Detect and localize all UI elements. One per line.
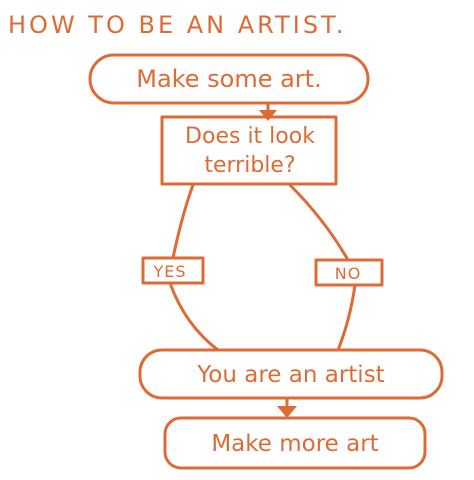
decision-node-line2: terrible? (204, 153, 295, 178)
arrowhead-down-icon (277, 406, 297, 418)
branch-line-yes-upper (171, 183, 195, 260)
start-node (88, 53, 370, 105)
diagram-title: HOW TO BE AN ARTIST. (8, 11, 347, 39)
yes-label-box (141, 256, 205, 285)
no-label: NO (335, 264, 362, 283)
branch-line-no-lower (336, 283, 357, 352)
end-node-label: Make more art (211, 431, 378, 457)
branch-line-yes-lower (168, 281, 220, 352)
decision-node (160, 115, 338, 186)
branch-line-no-upper (288, 183, 350, 262)
yes-label: YES (152, 262, 186, 281)
no-label-box (314, 258, 384, 287)
end-node (163, 416, 427, 470)
result-node (138, 348, 444, 400)
result-node-label: You are an artist (196, 362, 384, 388)
decision-node-line1: Does it look (185, 124, 315, 149)
start-node-label: Make some art. (136, 65, 321, 93)
